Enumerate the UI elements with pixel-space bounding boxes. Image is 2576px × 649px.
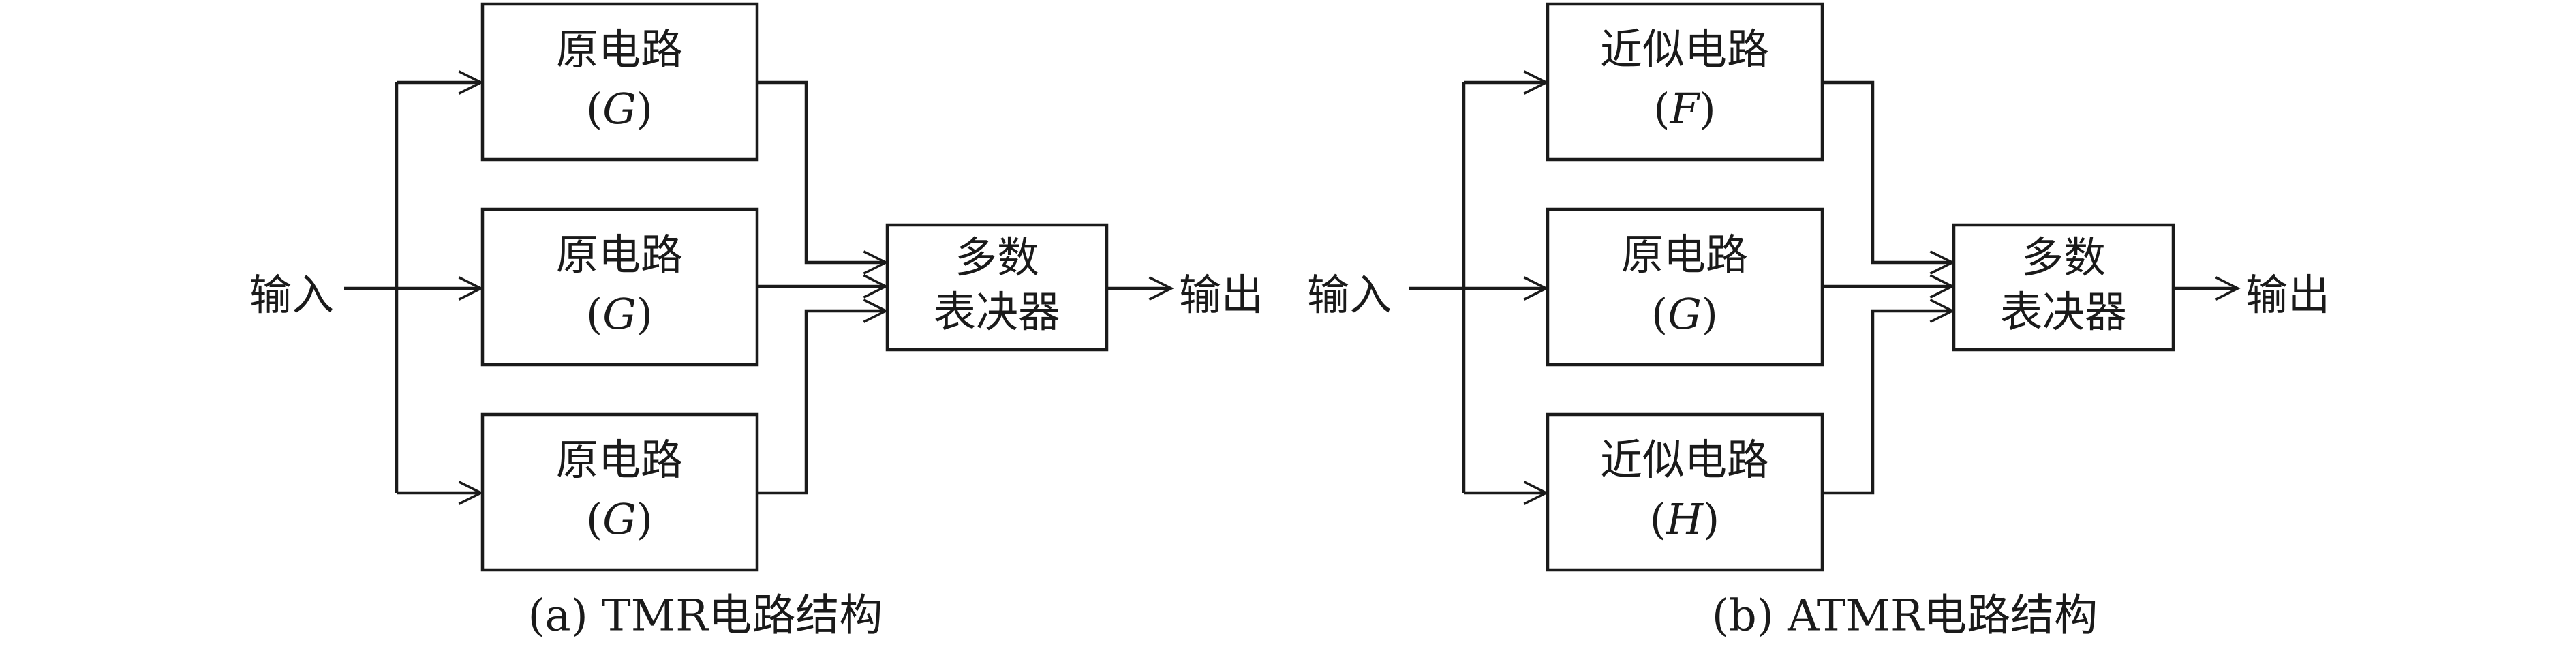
module-symbol-2: (G) — [586, 289, 653, 339]
module-box-1 — [480, 2, 759, 162]
module-box-2 — [1546, 207, 1824, 367]
module-box-2 — [480, 207, 759, 367]
module-label-3: 近似电路 — [1600, 435, 1769, 485]
module-box-3 — [480, 412, 759, 572]
output-label: 输出 — [1179, 270, 1263, 320]
module-3-to-voter-line — [757, 299, 889, 495]
caption-a: (a) TMR电路结构 — [528, 591, 883, 642]
voter-label-line1: 多数 — [955, 232, 1039, 282]
voter-label-line1: 多数 — [2021, 232, 2106, 282]
voter-label-line2: 表决器 — [934, 287, 1060, 337]
module-symbol-1: (G) — [586, 84, 653, 134]
input-label: 输入 — [249, 270, 334, 320]
output-label: 输出 — [2245, 270, 2330, 320]
module-label-2: 原电路 — [556, 230, 683, 280]
voter-label-line2: 表决器 — [2000, 287, 2127, 337]
module-3-to-voter-line — [1822, 299, 1955, 495]
module-symbol-1: (F) — [1653, 84, 1715, 134]
caption-b: (b) ATMR电路结构 — [1712, 591, 2098, 642]
module-1-to-voter-line — [1822, 80, 1955, 275]
input-label: 输入 — [1307, 270, 1392, 320]
module-label-3: 原电路 — [556, 435, 683, 485]
module-label-1: 原电路 — [556, 25, 683, 74]
panel-b: 输入 近似电路 (F) 原电路 (G) 近似电路 (H) 多数 表决器 输出 (… — [1307, 2, 2330, 642]
module-symbol-3: (G) — [586, 494, 653, 544]
module-symbol-3: (H) — [1650, 494, 1719, 544]
panel-a: 输入 原电路 (G) 原电路 (G) 原电路 (G) 多数 表决器 输出 (a)… — [249, 2, 1263, 642]
module-1-to-voter-line — [757, 80, 889, 275]
module-symbol-2: (G) — [1651, 289, 1718, 339]
module-label-1: 近似电路 — [1600, 25, 1769, 74]
module-label-2: 原电路 — [1621, 230, 1748, 280]
module-box-1 — [1546, 2, 1824, 162]
module-box-3 — [1546, 412, 1824, 572]
